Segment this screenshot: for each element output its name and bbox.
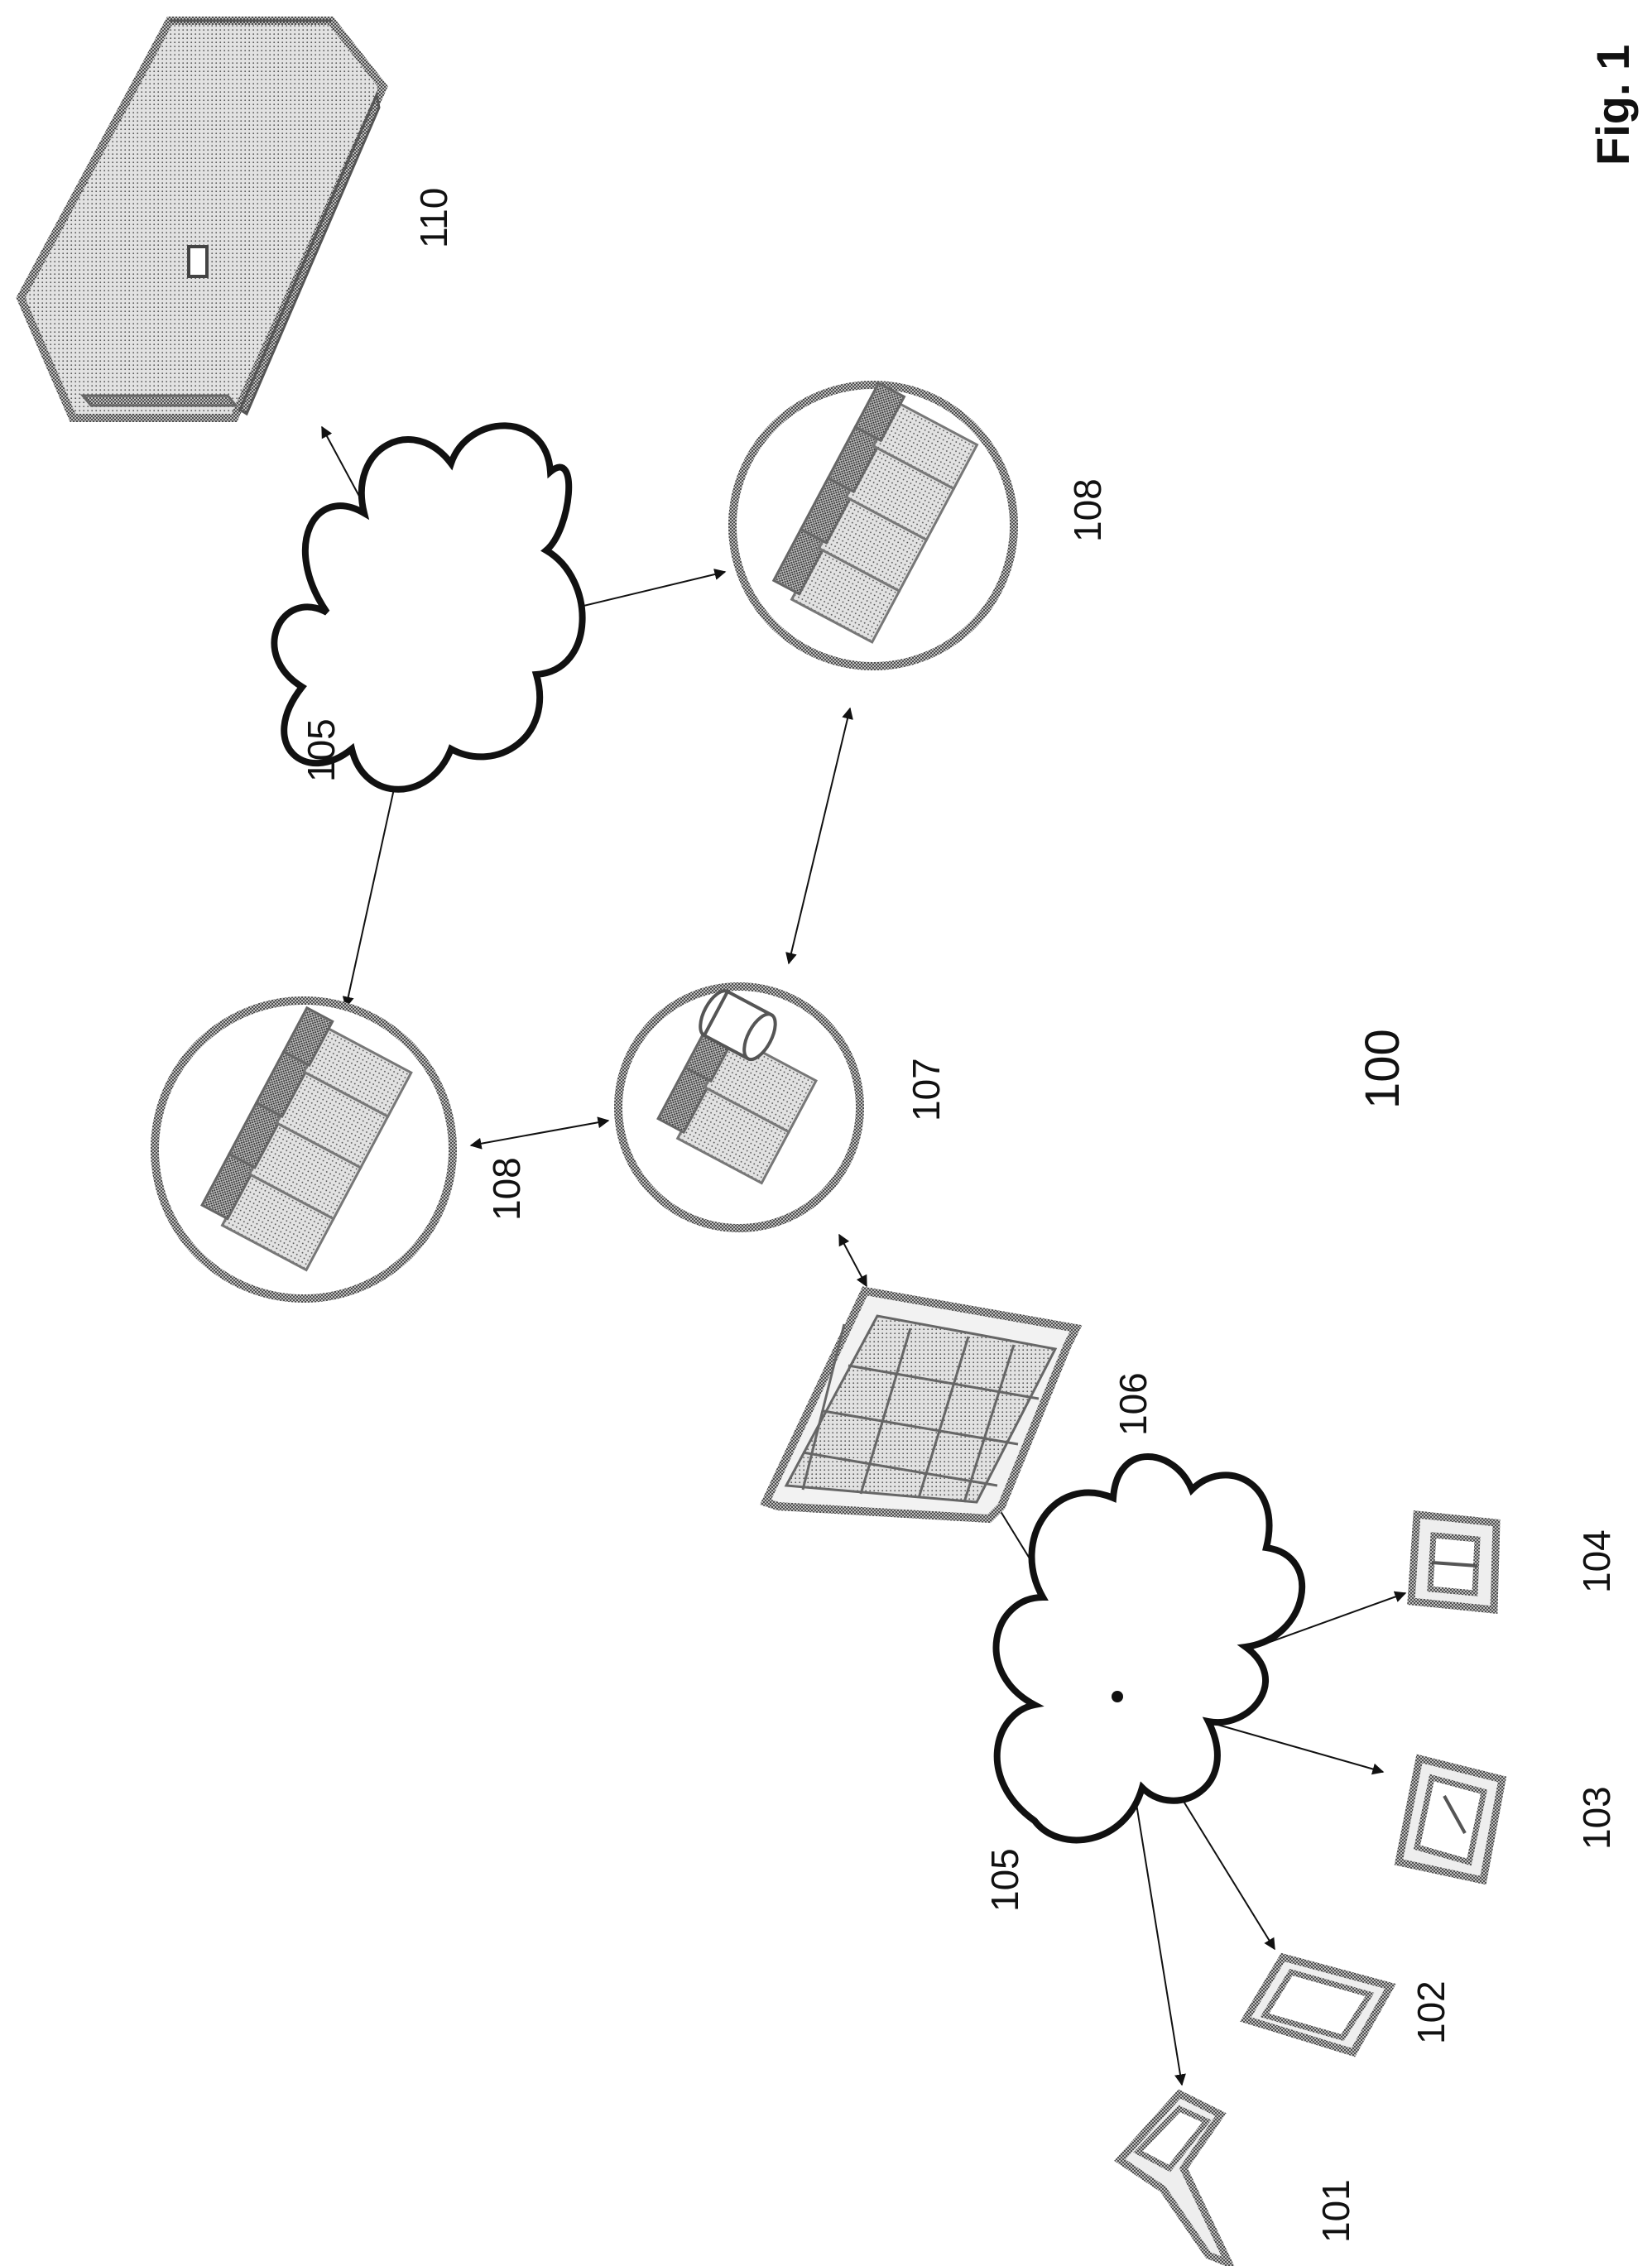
figure-label: Fig. 1	[1587, 45, 1639, 166]
device-104-label: 104	[1575, 1529, 1618, 1593]
system-label: 100	[1356, 1029, 1409, 1109]
gateway-server-label: 107	[905, 1058, 948, 1121]
device-101: 101	[1120, 2094, 1357, 2264]
device-104: 104	[1411, 1515, 1618, 1610]
cloud-network-icon	[996, 1457, 1303, 1840]
firewall-icon	[766, 1291, 1076, 1519]
rack-status-light	[189, 247, 207, 276]
device-102: 102	[1246, 1957, 1453, 2052]
desktop-computer-icon	[1120, 2094, 1229, 2264]
server-database-icon	[618, 987, 860, 1228]
tablet-icon	[1399, 1759, 1502, 1880]
gateway-server: 107	[618, 987, 948, 1228]
device-103-label: 103	[1575, 1786, 1618, 1850]
arrow-gateway-cluster-right	[789, 708, 850, 963]
network-hub-dot	[1112, 1691, 1123, 1702]
server-rack-icon	[21, 21, 383, 418]
cluster-right: 108	[732, 383, 1109, 666]
network-upper: 105	[274, 425, 582, 789]
mobile-device-icon	[1411, 1515, 1496, 1610]
cluster-left-label: 108	[485, 1157, 528, 1221]
network-lower-label: 105	[983, 1848, 1026, 1912]
cluster-right-label: 108	[1066, 478, 1109, 542]
firewall-label: 106	[1112, 1372, 1155, 1436]
device-103: 103	[1399, 1759, 1618, 1880]
device-101-label: 101	[1314, 2179, 1357, 2243]
server-cluster-icon	[155, 1001, 453, 1299]
laptop-icon	[1246, 1957, 1390, 2052]
cluster-left: 108	[155, 1001, 528, 1299]
network-upper-label: 105	[300, 718, 343, 782]
firewall: 106	[766, 1291, 1155, 1519]
datacenter-label: 110	[412, 188, 455, 248]
device-102-label: 102	[1409, 1980, 1453, 2044]
datacenter: 110	[21, 21, 455, 418]
arrow-gateway-cluster-left	[471, 1121, 608, 1145]
arrow-firewall-gateway	[839, 1235, 867, 1286]
server-cluster-icon	[732, 383, 1014, 666]
